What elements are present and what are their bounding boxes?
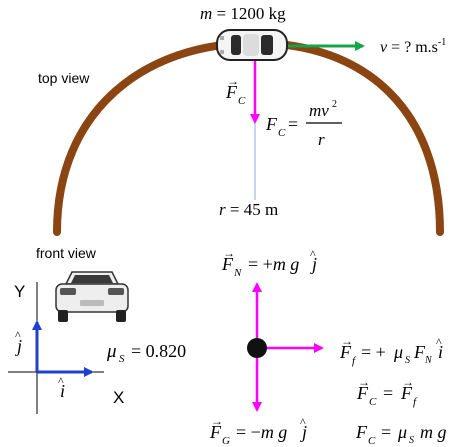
svg-text:= +: = + [361, 342, 386, 362]
svg-text:→: → [358, 375, 370, 389]
svg-text:μ: μ [393, 342, 403, 362]
svg-text:μ: μ [397, 422, 407, 442]
svg-text:→: → [223, 246, 235, 260]
mass-point [247, 338, 267, 358]
svg-text:=: = [383, 383, 393, 403]
svg-text:i: i [60, 381, 65, 401]
svg-text:μ: μ [106, 341, 117, 362]
svg-text:G: G [222, 435, 230, 447]
svg-text:C: C [278, 127, 286, 139]
fn-label: F → N = +m g j ^ [221, 246, 317, 279]
svg-text:j: j [15, 336, 22, 356]
unit-i-label: i ^ [58, 374, 65, 401]
svg-text:F: F [209, 422, 222, 442]
svg-text:F: F [221, 254, 234, 274]
svg-text:C: C [369, 396, 377, 408]
axis-y-label: Y [14, 282, 25, 301]
mass-label: m = 1200 kg [200, 4, 286, 23]
svg-text:N: N [233, 267, 242, 279]
top-view-label: top view [38, 70, 90, 86]
svg-text:F: F [413, 342, 426, 362]
svg-text:f: f [352, 355, 357, 367]
svg-text:= +m g: = +m g [248, 254, 299, 274]
svg-text:F: F [265, 114, 278, 134]
car-front-view-icon [55, 271, 129, 322]
svg-text:m g: m g [420, 422, 447, 442]
svg-text:C: C [238, 95, 246, 107]
svg-text:=: = [288, 114, 298, 134]
car-top-view-icon [216, 29, 288, 61]
svg-text:= 0.820: = 0.820 [131, 341, 186, 361]
svg-text:N: N [424, 355, 433, 366]
svg-text:→: → [402, 375, 414, 389]
free-body-diagram [247, 282, 324, 412]
svg-text:→: → [341, 334, 353, 348]
svg-text:S: S [405, 355, 410, 366]
svg-text:=: = [381, 422, 391, 442]
svg-text:→: → [211, 414, 223, 428]
svg-text:C: C [368, 435, 376, 447]
svg-text:F: F [400, 383, 413, 403]
svg-text:r: r [318, 130, 325, 149]
svg-text:F: F [356, 383, 369, 403]
axis-x-label: X [113, 388, 124, 407]
velocity-label: v = ? m.s-1 [380, 37, 446, 56]
fc-formula: F C = mv 2 r [265, 99, 342, 149]
svg-text:2: 2 [332, 99, 337, 110]
front-view-label: front view [36, 245, 97, 261]
svg-text:^: ^ [300, 415, 306, 429]
svg-text:F: F [339, 342, 352, 362]
ff-label: F → f = + μ S F N i ^ [339, 334, 443, 367]
svg-text:= −m g: = −m g [236, 422, 287, 442]
svg-text:^: ^ [436, 335, 442, 349]
fc-equals-ff: F → C = F → f [356, 375, 418, 408]
svg-text:F: F [355, 422, 368, 442]
svg-text:^: ^ [15, 328, 21, 342]
svg-text:^: ^ [310, 247, 316, 261]
svg-text:j: j [310, 254, 317, 274]
fc-mu-formula: F C = μ S m g [355, 422, 447, 447]
unit-j-label: j ^ [15, 328, 22, 356]
svg-text:S: S [119, 353, 125, 365]
svg-text:S: S [409, 435, 414, 446]
svg-text:F: F [225, 82, 238, 102]
axes [8, 282, 104, 414]
svg-text:^: ^ [58, 374, 64, 388]
svg-text:j: j [300, 422, 307, 442]
svg-text:i: i [438, 342, 443, 362]
svg-text:f: f [413, 396, 418, 408]
fc-vector-label: F C → [225, 74, 246, 107]
radius-label: r = 45 m [219, 200, 278, 219]
mu-static-label: μ S = 0.820 [106, 341, 186, 365]
svg-text:→: → [227, 74, 239, 88]
fg-label: F → G = −m g j ^ [209, 414, 307, 447]
svg-text:mv: mv [309, 101, 329, 120]
